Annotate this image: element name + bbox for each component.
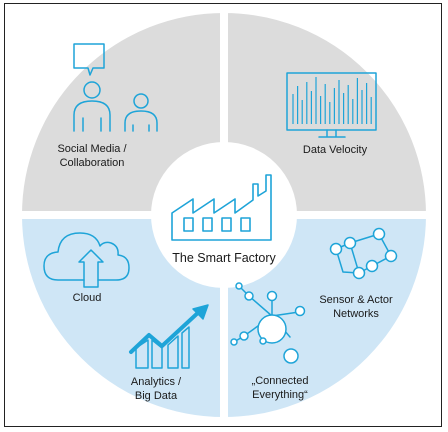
- social-media-label-1: Social Media /: [57, 143, 127, 155]
- center-circle: [151, 142, 297, 288]
- social-media-label-2: Collaboration: [60, 157, 125, 169]
- sensor-actor-label-1: Sensor & Actor: [319, 294, 393, 306]
- cloud-label: Cloud: [73, 292, 102, 304]
- outer-frame: [4, 3, 442, 427]
- network-nodes-icon: [329, 227, 398, 280]
- data-velocity-label: Data Velocity: [303, 144, 368, 156]
- cloud-upload-icon: [43, 232, 130, 288]
- center-label: The Smart Factory: [172, 251, 276, 265]
- factory-icon: [171, 174, 272, 241]
- velocity-bars: [292, 77, 372, 124]
- sensor-actor-label-2: Networks: [333, 308, 379, 320]
- hub-nodes-icon: [230, 282, 306, 364]
- analytics-label-2: Big Data: [135, 390, 178, 402]
- connected-everything-label-2: Everything“: [252, 389, 308, 401]
- people-chat-icon: [73, 43, 158, 132]
- analytics-label-1: Analytics /: [131, 376, 182, 388]
- rising-bars-arrow-icon: [129, 304, 209, 369]
- connected-everything-label-1: „Connected: [252, 375, 309, 387]
- monitor-bar-chart-icon: [286, 72, 377, 138]
